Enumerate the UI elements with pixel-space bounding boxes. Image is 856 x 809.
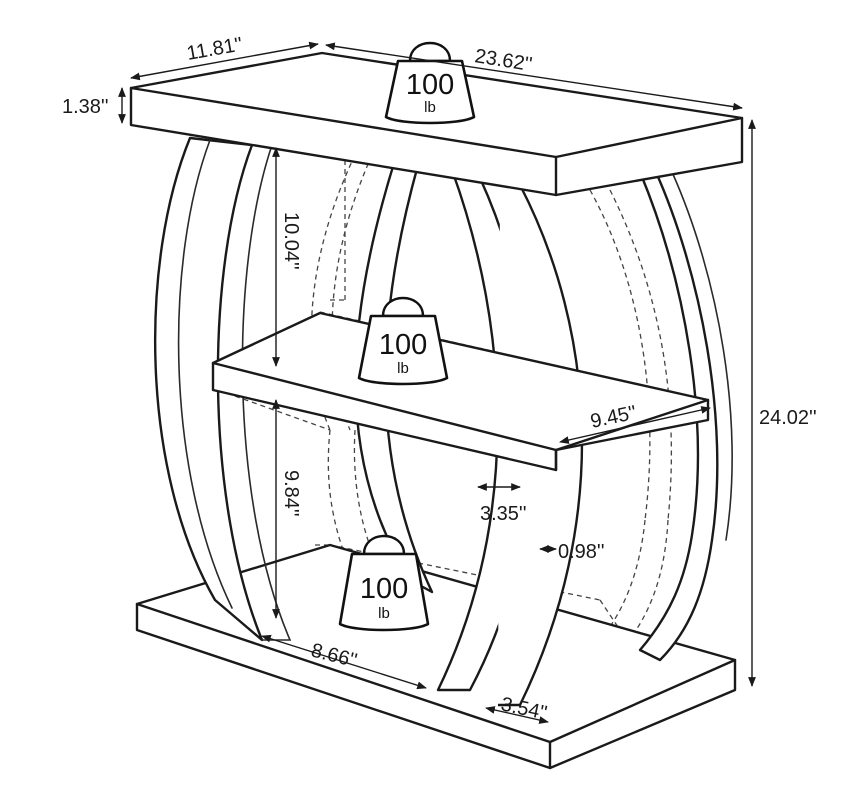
middle-shelf [211, 311, 710, 472]
weight-middle-value: 100 [379, 329, 427, 361]
weight-middle-unit: lb [397, 360, 409, 377]
weight-top-value: 100 [406, 69, 454, 101]
weight-top: 100 lb [384, 41, 476, 125]
label-depth: 11.81'' [185, 33, 244, 64]
label-top-thickness: 1.38'' [62, 96, 109, 118]
weight-bottom: 100 lb [338, 534, 430, 632]
weight-top-unit: lb [424, 99, 436, 116]
label-lower-gap: 9.84'' [280, 470, 302, 517]
weight-bottom-unit: lb [378, 605, 390, 622]
label-arc-thickness: 0.98'' [558, 541, 605, 563]
label-total-height: 24.02'' [759, 407, 817, 429]
label-width: 23.62'' [473, 45, 533, 76]
right-arc [638, 168, 733, 662]
label-upper-gap: 10.04'' [280, 212, 302, 270]
weight-bottom-value: 100 [360, 573, 408, 605]
dimension-lines [118, 41, 756, 724]
weight-middle: 100 lb [357, 296, 449, 386]
label-arc-width: 3.35'' [480, 503, 527, 525]
